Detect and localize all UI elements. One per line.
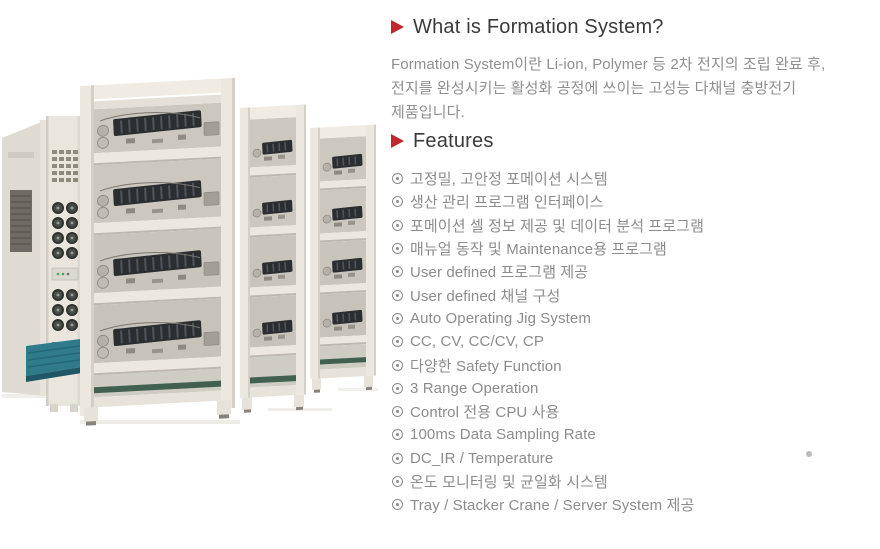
circle-dot-bullet-icon	[392, 499, 403, 511]
feature-item: 100ms Data Sampling Rate	[392, 423, 873, 446]
circle-dot-bullet-icon	[392, 219, 403, 231]
feature-item: 고정밀, 고안정 포메이션 시스템	[392, 167, 873, 190]
circle-dot-bullet-icon	[392, 382, 403, 394]
feature-item-label: 매뉴얼 동작 및 Maintenance용 프로그램	[410, 241, 667, 259]
feature-item: Auto Operating Jig System	[392, 307, 873, 330]
feature-item: Tray / Stacker Crane / Server System 제공	[392, 493, 873, 516]
feature-item: 3 Range Operation	[392, 377, 873, 400]
content-column: What is Formation System? Formation Syst…	[391, 13, 873, 516]
feature-item: User defined 프로그램 제공	[392, 260, 873, 283]
feature-item-label: 온도 모니터링 및 균일화 시스템	[410, 474, 608, 491]
formation-system-photo	[0, 12, 378, 426]
circle-dot-bullet-icon	[392, 359, 403, 371]
feature-item-label: CC, CV, CC/CV, CP	[410, 333, 544, 351]
indicator-panel	[51, 267, 79, 281]
feature-item: CC, CV, CC/CV, CP	[392, 330, 873, 353]
feature-item: 생산 관리 프로그램 인터페이스	[392, 190, 873, 213]
feature-item-label: 100ms Data Sampling Rate	[410, 426, 596, 444]
circle-dot-bullet-icon	[392, 336, 403, 348]
circle-dot-bullet-icon	[392, 196, 403, 208]
feature-item-label: DC_IR / Temperature	[410, 449, 554, 467]
feature-item-label: User defined 채널 구성	[410, 287, 561, 305]
feature-item: 다양한 Safety Function	[392, 353, 873, 376]
feature-item-label: User defined 프로그램 제공	[410, 264, 589, 282]
feature-item-label: Control 전용 CPU 사용	[410, 404, 560, 422]
circle-dot-bullet-icon	[392, 243, 403, 255]
feature-item-label: 3 Range Operation	[410, 379, 539, 397]
circle-dot-bullet-icon	[392, 173, 403, 185]
feature-item: Control 전용 CPU 사용	[392, 400, 873, 423]
red-arrow-icon	[391, 134, 404, 148]
intro-section-title: What is Formation System?	[391, 13, 873, 41]
vent-grid	[52, 150, 78, 182]
features-list: 고정밀, 고안정 포메이션 시스템 생산 관리 프로그램 인터페이스 포메이션 …	[392, 167, 873, 516]
feature-item: 매뉴얼 동작 및 Maintenance용 프로그램	[392, 237, 873, 260]
equipment-racks-illustration	[2, 77, 378, 426]
feature-item-label: 고정밀, 고안정 포메이션 시스템	[410, 171, 608, 189]
rack-right	[310, 124, 376, 393]
rack-front	[80, 77, 235, 426]
features-title-label: Features	[413, 130, 494, 152]
circle-dot-bullet-icon	[392, 312, 403, 324]
feature-item-label: Tray / Stacker Crane / Server System 제공	[410, 497, 695, 515]
teal-platform	[26, 338, 88, 382]
circle-dot-bullet-icon	[392, 266, 403, 278]
circle-dot-bullet-icon	[392, 406, 403, 418]
feature-item: 온도 모니터링 및 균일화 시스템	[392, 470, 873, 493]
circle-dot-bullet-icon	[392, 289, 403, 301]
circle-dot-bullet-icon	[392, 452, 403, 464]
intro-description: Formation System이란 Li-ion, Polymer 등 2차 …	[391, 56, 826, 121]
decorative-gray-dot	[806, 451, 812, 457]
side-cabinet	[2, 120, 46, 396]
rack-middle	[240, 104, 306, 413]
feature-item-label: 포메이션 셀 정보 제공 및 데이터 분석 프로그램	[410, 217, 704, 235]
feature-item-label: 다양한 Safety Function	[410, 357, 562, 375]
feature-item: DC_IR / Temperature	[392, 447, 873, 470]
circle-dot-bullet-icon	[392, 476, 403, 487]
feature-item: User defined 채널 구성	[392, 283, 873, 306]
feature-item: 포메이션 셀 정보 제공 및 데이터 분석 프로그램	[392, 214, 873, 237]
circle-dot-bullet-icon	[392, 429, 403, 441]
intro-title-label: What is Formation System?	[413, 16, 664, 38]
feature-item-label: 생산 관리 프로그램 인터페이스	[410, 194, 604, 212]
features-section-title: Features	[391, 127, 873, 155]
red-arrow-icon	[391, 20, 404, 34]
feature-item-label: Auto Operating Jig System	[410, 309, 591, 327]
